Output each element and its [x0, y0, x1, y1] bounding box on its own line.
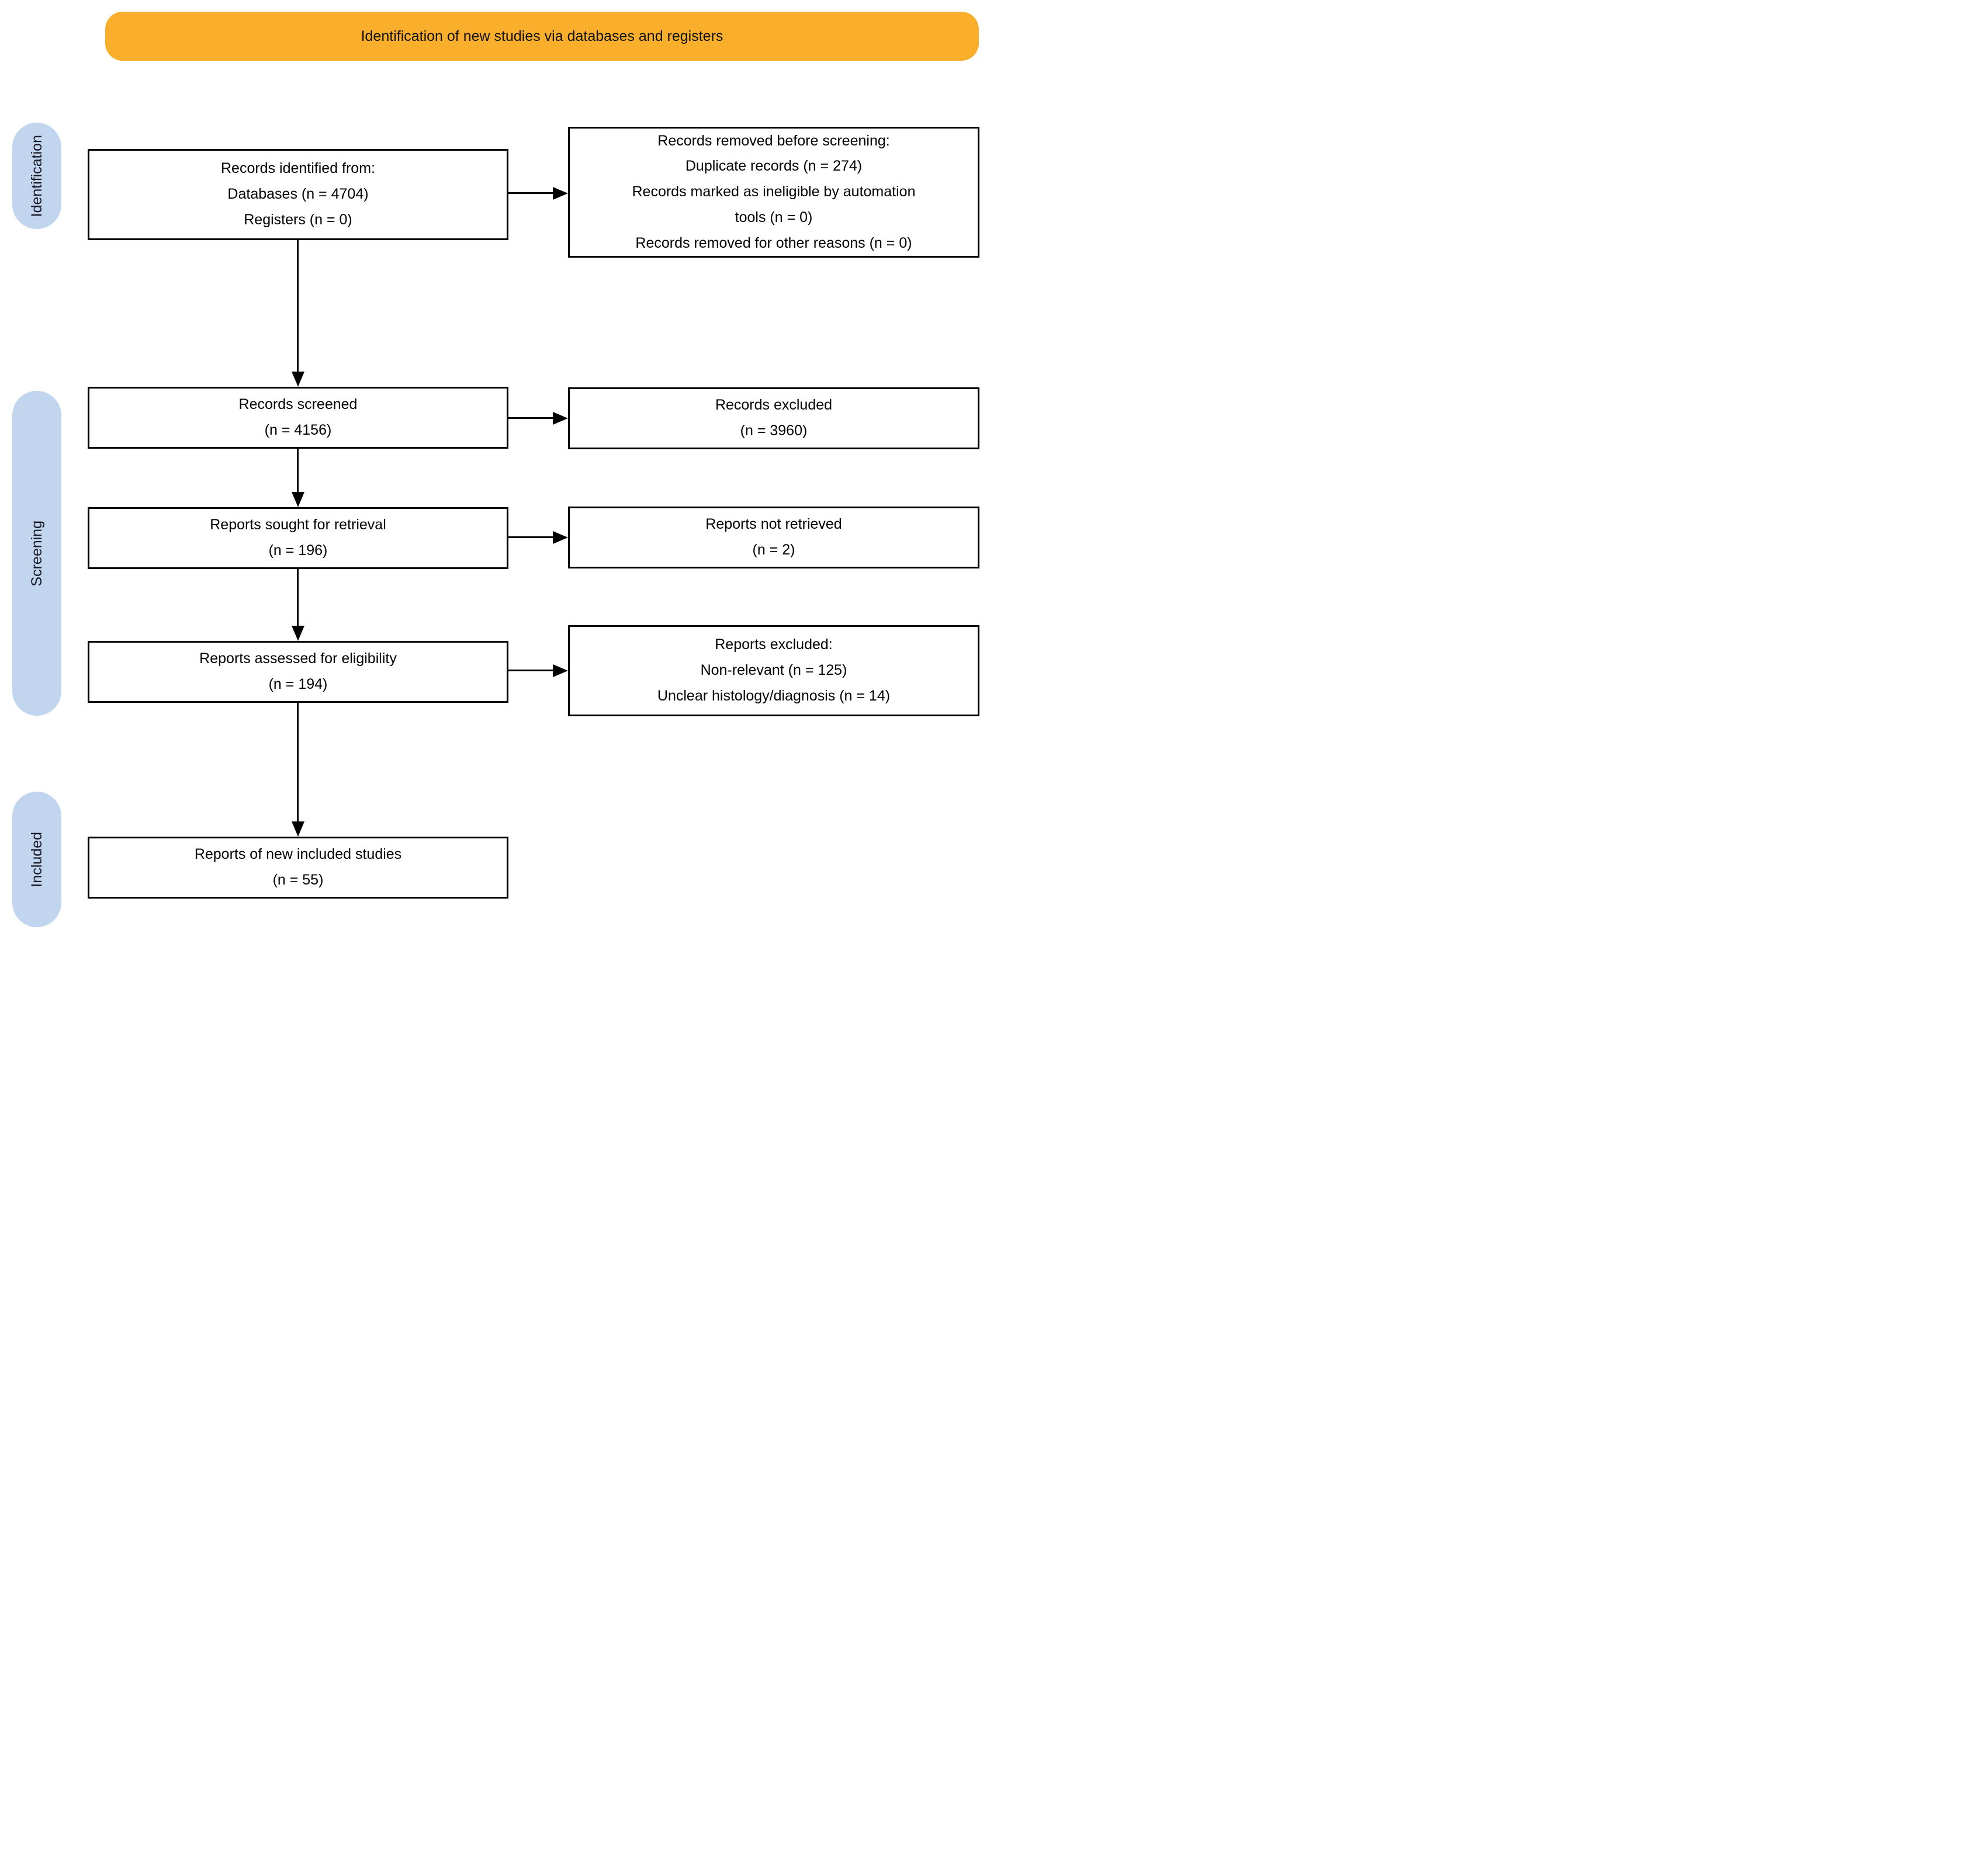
arrow-down-4-head-icon	[292, 821, 304, 837]
box-line: (n = 194)	[268, 676, 328, 692]
arrow-down-3-line	[297, 569, 299, 626]
box-line: Unclear histology/diagnosis (n = 14)	[657, 687, 891, 704]
arrow-down-2-line	[297, 449, 299, 492]
arrow-right-2-line	[508, 417, 553, 419]
box-line: Non-relevant (n = 125)	[700, 662, 847, 679]
arrow-right-4-head-icon	[553, 664, 568, 677]
box-line: Records marked as ineligible by automati…	[632, 183, 916, 200]
stage-band-included: Included	[12, 792, 61, 927]
box-reports-assessed: Reports assessed for eligibility (n = 19…	[88, 641, 508, 703]
box-records-excluded: Records excluded (n = 3960)	[568, 387, 979, 449]
box-line: (n = 3960)	[740, 422, 808, 439]
prisma-flow-diagram: Identification of new studies via databa…	[0, 0, 992, 938]
arrow-right-4-line	[508, 670, 553, 671]
box-reports-sought: Reports sought for retrieval (n = 196)	[88, 507, 508, 569]
box-reports-excluded: Reports excluded: Non-relevant (n = 125)…	[568, 625, 979, 716]
box-records-screened: Records screened (n = 4156)	[88, 387, 508, 449]
box-reports-included: Reports of new included studies (n = 55)	[88, 837, 508, 899]
box-records-removed: Records removed before screening: Duplic…	[568, 127, 979, 258]
box-line: Reports sought for retrieval	[210, 516, 386, 533]
box-line: Records identified from:	[220, 160, 375, 177]
arrow-right-2-head-icon	[553, 412, 568, 425]
box-line: (n = 196)	[268, 542, 328, 559]
box-line: (n = 2)	[752, 542, 795, 558]
banner: Identification of new studies via databa…	[105, 12, 979, 61]
box-reports-not-retrieved: Reports not retrieved (n = 2)	[568, 507, 979, 568]
box-line: tools (n = 0)	[735, 209, 813, 226]
stage-label-screening: Screening	[28, 520, 45, 587]
box-line: Records removed before screening:	[657, 132, 890, 149]
box-line: Reports excluded:	[715, 636, 833, 653]
banner-label: Identification of new studies via databa…	[361, 27, 723, 44]
arrow-down-4-line	[297, 703, 299, 821]
arrow-down-3-head-icon	[292, 626, 304, 641]
arrow-right-1-head-icon	[553, 187, 568, 200]
box-line: Records screened	[238, 396, 358, 413]
box-records-identified: Records identified from: Databases (n = …	[88, 149, 508, 240]
box-line: Databases (n = 4704)	[227, 186, 369, 203]
stage-label-included: Included	[28, 831, 45, 887]
arrow-right-1-line	[508, 192, 553, 194]
box-line: (n = 55)	[272, 872, 324, 888]
arrow-right-3-line	[508, 536, 553, 538]
arrow-down-1-head-icon	[292, 372, 304, 387]
box-line: Duplicate records (n = 274)	[685, 158, 863, 175]
box-line: Records removed for other reasons (n = 0…	[635, 234, 912, 251]
box-line: Registers (n = 0)	[244, 211, 352, 228]
arrow-down-1-line	[297, 240, 299, 372]
stage-band-identification: Identification	[12, 123, 61, 229]
arrow-down-2-head-icon	[292, 492, 304, 507]
stage-label-identification: Identification	[28, 134, 45, 217]
box-line: Reports of new included studies	[194, 846, 402, 863]
arrow-right-3-head-icon	[553, 531, 568, 544]
stage-band-screening: Screening	[12, 391, 61, 716]
box-line: Reports assessed for eligibility	[199, 650, 397, 667]
box-line: Records excluded	[715, 397, 833, 414]
box-line: (n = 4156)	[264, 422, 332, 438]
box-line: Reports not retrieved	[705, 516, 842, 533]
